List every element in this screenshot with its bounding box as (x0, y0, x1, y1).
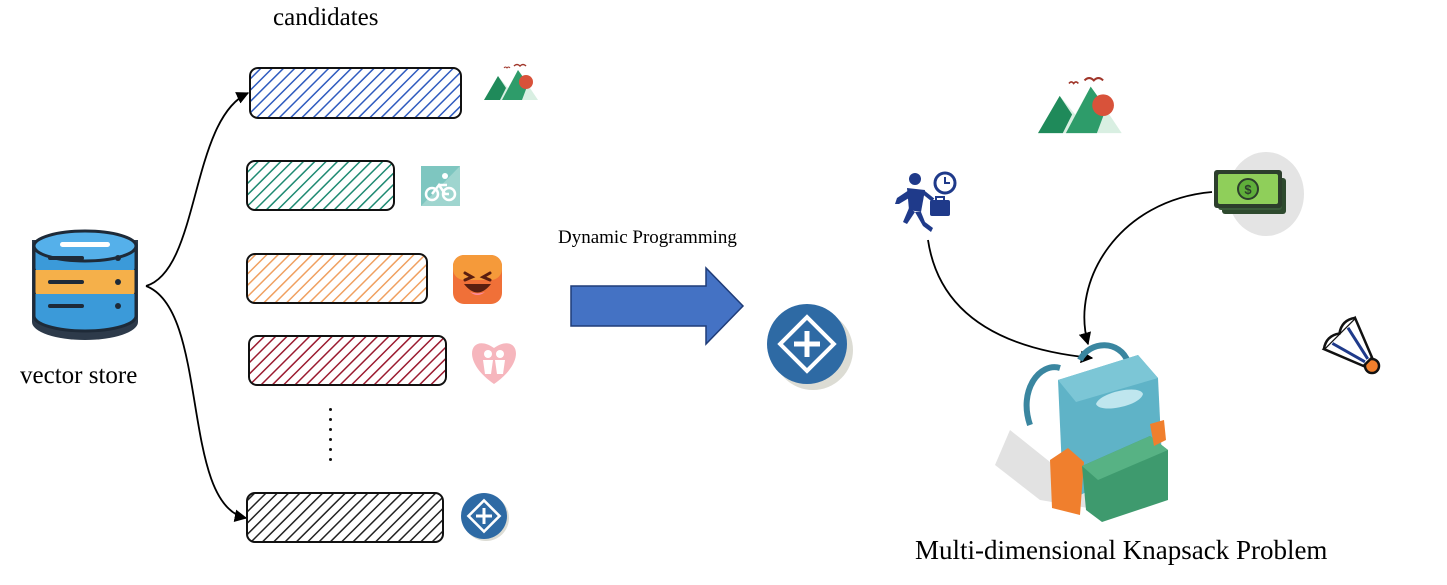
database-icon (32, 229, 138, 340)
candidate-box-5 (246, 492, 444, 543)
candidate-box-4 (248, 335, 447, 386)
result-node-icon (767, 304, 853, 390)
laughing-face-icon (453, 255, 502, 304)
running-businessman-clock-icon (895, 171, 957, 232)
couple-heart-icon (472, 343, 516, 384)
dynamic-programming-label: Dynamic Programming (558, 227, 737, 248)
connector-to-top-candidate (145, 92, 250, 287)
ellipsis-dots (322, 408, 338, 468)
vector-store-label: vector store (20, 362, 138, 389)
svg-text:$: $ (1244, 182, 1252, 197)
candidate-box-1 (249, 67, 462, 119)
mountain-landscape-icon (1038, 77, 1122, 134)
candidate-box-3 (246, 253, 428, 304)
dp-arrow (570, 266, 745, 346)
candidate-box-2 (246, 160, 395, 211)
cyclist-icon (421, 166, 460, 206)
candidates-label: candidates (273, 4, 379, 31)
connector-money-to-backpack (1078, 191, 1213, 346)
mountain-landscape-icon (484, 63, 538, 100)
problem-title: Multi-dimensional Knapsack Problem (915, 535, 1328, 565)
connector-time-to-backpack (927, 239, 1094, 364)
connector-to-bottom-candidate (145, 285, 248, 522)
money-stack-icon: $ (1214, 152, 1304, 236)
backpack-icon (995, 342, 1168, 522)
diamond-plus-icon (461, 493, 509, 541)
shuttlecock-icon (1321, 315, 1381, 375)
